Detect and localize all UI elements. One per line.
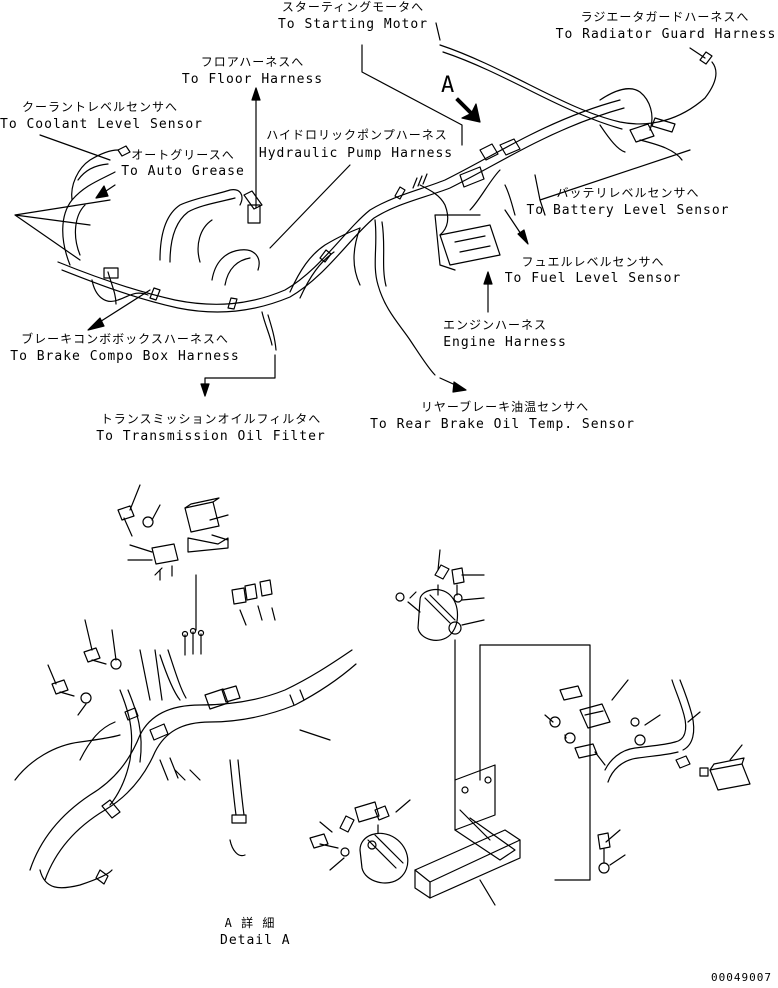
main-harness-assembly: [57, 44, 717, 376]
fuel-level-jp: フュエルレベルセンサへ: [521, 255, 665, 269]
detail-a-harness: [14, 484, 357, 889]
view-a-marker: A: [441, 73, 456, 98]
floor-harness-jp: フロアハーネスへ: [200, 55, 305, 69]
hydraulic-pump-jp: ハイドロリックポンプハーネス: [266, 128, 448, 142]
brake-combo-jp: ブレーキコンボボックスハーネスへ: [21, 332, 229, 346]
brake-combo-en: To Brake Compo Box Harness: [10, 349, 240, 364]
detail-a-jp: A 詳 細: [224, 916, 276, 930]
starting-motor-jp: スターティングモータへ: [281, 0, 425, 14]
radiator-guard-en: To Radiator Guard Harness: [555, 27, 777, 42]
radiator-guard-jp: ラジエータガードハーネスへ: [580, 10, 750, 24]
rear-brake-en: To Rear Brake Oil Temp. Sensor: [370, 417, 635, 432]
transmission-filter-en: To Transmission Oil Filter: [96, 429, 326, 444]
rear-brake-jp: リヤーブレーキ油温センサへ: [420, 400, 590, 414]
hydraulic-pump-en: Hydraulic Pump Harness: [258, 146, 454, 161]
coolant-level-jp: クーラントレベルセンサへ: [21, 100, 178, 114]
coolant-level-en: To Coolant Level Sensor: [0, 117, 204, 132]
engine-harness-jp: エンジンハーネス: [442, 318, 547, 332]
fuel-level-en: To Fuel Level Sensor: [504, 271, 682, 286]
battery-level-jp: バッテリレベルセンサへ: [556, 186, 700, 200]
transmission-filter-jp: トランスミッションオイルフィルタへ: [100, 412, 322, 426]
drawing-number: 00049007: [711, 971, 772, 984]
engine-harness-en: Engine Harness: [443, 335, 567, 350]
detail-a-en: Detail A: [220, 933, 291, 948]
floor-harness-en: To Floor Harness: [181, 72, 324, 87]
auto-grease-jp: オートグリースへ: [131, 148, 235, 162]
bracket-assembly: [309, 549, 751, 906]
starting-motor-en: To Starting Motor: [277, 17, 429, 32]
view-a-arrow: [455, 97, 481, 123]
leader-lines: [14, 22, 706, 397]
auto-grease-en: To Auto Grease: [121, 164, 245, 179]
battery-level-en: To Battery Level Sensor: [526, 203, 730, 218]
